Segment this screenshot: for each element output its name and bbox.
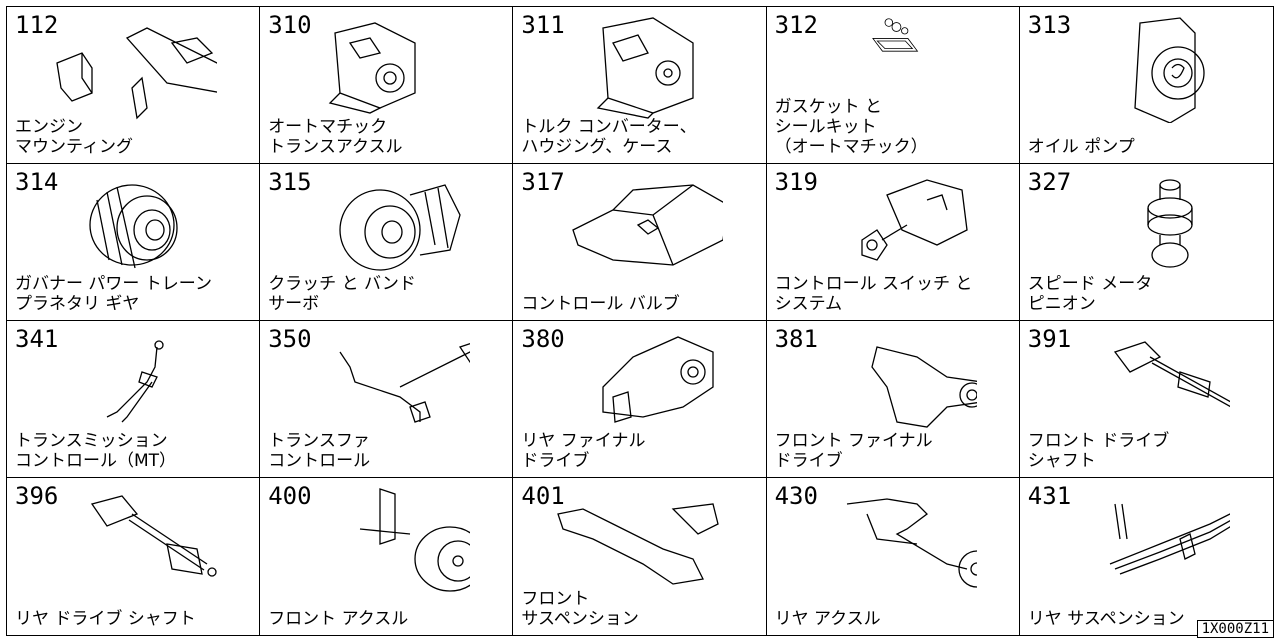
speedometer-pinion-icon — [1147, 179, 1193, 268]
category-cell-327[interactable]: 327 スピード メータ ピニオン — [1019, 164, 1273, 321]
category-label: コントロール バルブ — [521, 294, 680, 314]
rear-final-drive-icon — [602, 336, 715, 423]
category-label: トルク コンバーター、 ハウジング、ケース — [521, 117, 697, 157]
category-label: クラッチ と バンド サーボ — [268, 274, 416, 314]
category-cell-396[interactable]: 396 リヤ ドライブ シャフト — [7, 478, 261, 635]
category-label: トランスミッション コントロール（MT） — [15, 431, 177, 471]
category-code: 381 — [774, 325, 818, 353]
rear-axle-icon — [846, 498, 977, 588]
planetary-gear-icon — [89, 184, 178, 269]
category-code: 112 — [15, 11, 59, 39]
category-cell-310[interactable]: 310 オートマチック トランスアクスル — [260, 7, 514, 164]
category-cell-313[interactable]: 313 オイル ポンプ — [1019, 7, 1273, 164]
category-cell-430[interactable]: 430 リヤ アクスル — [767, 478, 1020, 635]
category-cell-311[interactable]: 311 トルク コンバーター、 ハウジング、ケース — [513, 7, 767, 164]
category-code: 380 — [521, 325, 565, 353]
category-label: フロント サスペンション — [521, 589, 639, 629]
rear-suspension-icon — [1109, 503, 1230, 575]
category-code: 314 — [15, 168, 59, 196]
category-label: フロント ドライブ シャフト — [1027, 431, 1170, 471]
category-label: エンジン マウンティング — [15, 117, 133, 157]
category-code: 317 — [521, 168, 565, 196]
category-code: 315 — [268, 168, 312, 196]
category-cell-312[interactable]: 312 ガスケット と シールキット （オートマチック） — [766, 7, 1020, 164]
automatic-transaxle-icon — [328, 22, 416, 114]
front-axle-icon — [360, 488, 471, 592]
category-cell-380[interactable]: 380 リヤ ファイナル ドライブ — [513, 321, 767, 478]
category-label: リヤ ドライブ シャフト — [15, 609, 196, 629]
category-label: フロント ファイナル ドライブ — [774, 431, 933, 471]
category-label: リヤ ファイナル ドライブ — [521, 431, 646, 471]
category-code: 431 — [1027, 482, 1072, 510]
category-label: コントロール スイッチ と システム — [774, 274, 973, 314]
category-code: 400 — [268, 482, 312, 510]
category-cell-315[interactable]: 315 クラッチ と バンド サーボ — [260, 164, 514, 321]
front-final-drive-icon — [870, 346, 977, 428]
category-code: 327 — [1027, 168, 1072, 196]
category-label: ガバナー パワー トレーン プラネタリ ギヤ — [15, 274, 212, 314]
gasket-seal-kit-icon — [871, 18, 918, 52]
torque-converter-housing-icon — [597, 17, 695, 119]
category-cell-381[interactable]: 381 フロント ファイナル ドライブ — [766, 321, 1020, 478]
clutch-band-servo-icon — [339, 184, 461, 271]
transmission-control-icon — [106, 340, 164, 423]
category-cell-400[interactable]: 400 フロント アクスル — [260, 478, 514, 635]
category-code: 319 — [774, 168, 818, 196]
category-label: ガスケット と シールキット （オートマチック） — [774, 97, 928, 157]
category-cell-391[interactable]: 391 フロント ドライブ シャフト — [1019, 321, 1273, 478]
category-label: オートマチック トランスアクスル — [268, 117, 403, 157]
category-label: リヤ サスペンション — [1027, 609, 1185, 629]
rear-drive-shaft-icon — [90, 495, 217, 577]
oil-pump-icon — [1134, 17, 1205, 123]
category-cell-431[interactable]: 431 リヤ サスペンション — [1020, 478, 1273, 635]
category-code: 396 — [15, 482, 59, 510]
front-drive-shaft-icon — [1113, 341, 1230, 408]
engine-mounting-icon — [56, 27, 217, 120]
category-label: フロント アクスル — [268, 609, 409, 629]
category-code: 341 — [15, 325, 59, 353]
category-label: リヤ アクスル — [774, 609, 881, 629]
parts-category-grid: 112 エンジン マウンティング 310 オートマチック トランスアクスル 31… — [6, 6, 1274, 636]
category-cell-319[interactable]: 319 コントロール スイッチ と システム — [766, 164, 1020, 321]
control-switch-icon — [860, 179, 968, 261]
category-code: 310 — [268, 11, 312, 39]
category-code: 401 — [521, 482, 565, 510]
category-code: 391 — [1027, 325, 1072, 353]
category-cell-401[interactable]: 401 フロント サスペンション — [513, 478, 767, 635]
category-code: 350 — [268, 325, 312, 353]
transfer-control-icon — [339, 342, 471, 423]
category-cell-341[interactable]: 341 トランスミッション コントロール（MT） — [7, 321, 261, 478]
category-code: 312 — [774, 11, 818, 39]
category-code: 313 — [1027, 11, 1072, 39]
category-code: 311 — [521, 11, 565, 39]
category-cell-350[interactable]: 350 トランスファ コントロール — [260, 321, 514, 478]
category-cell-112[interactable]: 112 エンジン マウンティング — [7, 7, 261, 164]
front-suspension-icon — [557, 503, 720, 585]
diagram-reference-code: 1X000Z11 — [1196, 620, 1274, 638]
category-label: トランスファ コントロール — [268, 431, 371, 471]
category-cell-317[interactable]: 317 コントロール バルブ — [513, 164, 767, 321]
category-cell-314[interactable]: 314 ガバナー パワー トレーン プラネタリ ギヤ — [7, 164, 261, 321]
category-label: オイル ポンプ — [1027, 137, 1135, 157]
category-code: 430 — [774, 482, 818, 510]
control-valve-icon — [572, 184, 724, 266]
category-label: スピード メータ ピニオン — [1027, 274, 1153, 314]
